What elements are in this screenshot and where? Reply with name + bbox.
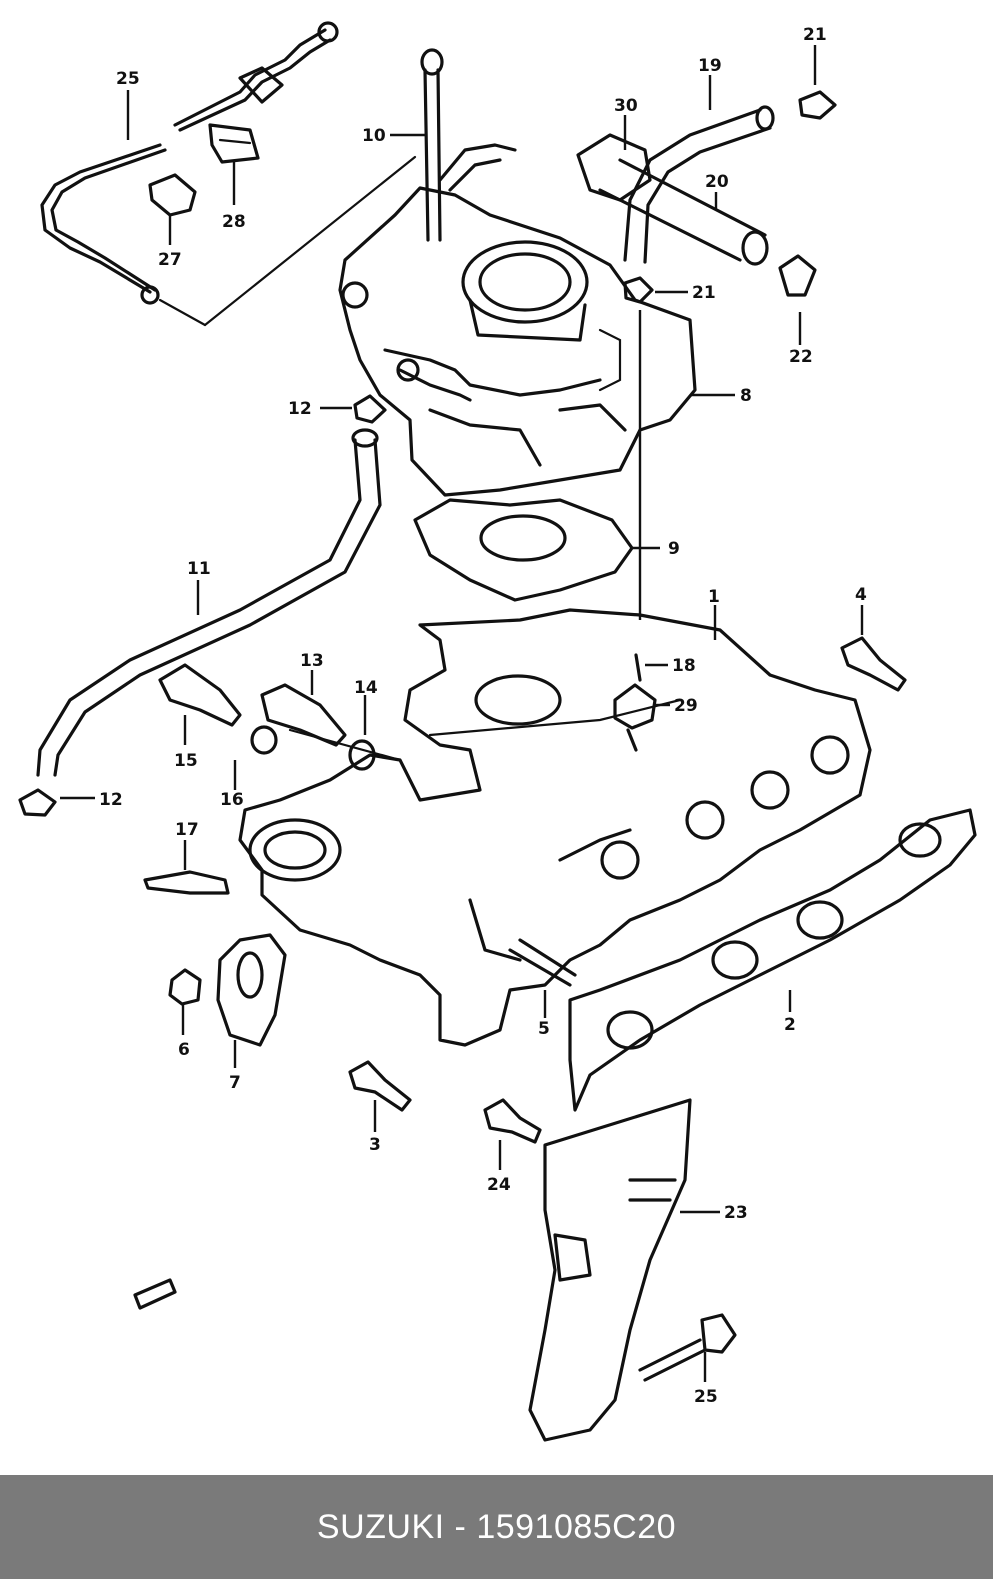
valve-29 [613, 653, 657, 752]
leader-lines [60, 45, 864, 1382]
callout-16: 16 [220, 790, 244, 810]
callout-12-top: 12 [288, 399, 312, 419]
callout-10: 10 [362, 126, 386, 146]
callout-3: 3 [369, 1135, 381, 1155]
washer-16 [250, 725, 278, 755]
stud-5 [508, 938, 577, 987]
bracket-23 [528, 1098, 692, 1442]
clamp-21-mid [623, 276, 654, 304]
callout-23: 23 [724, 1203, 748, 1223]
callout-25-top: 25 [116, 69, 140, 89]
part-number-caption: SUZUKI - 1591085C20 [316, 1507, 677, 1546]
bolt-4 [840, 636, 907, 692]
parts-diagram: 25 10 30 19 20 21 21 22 8 12 9 11 1 4 18… [18, 21, 977, 1442]
flange-7 [216, 933, 287, 1047]
callout-21-top: 21 [803, 25, 827, 45]
hose-30 [576, 133, 652, 202]
sensor-15 [158, 663, 242, 727]
callout-25-bottom: 25 [694, 1387, 718, 1407]
clamp-12-top [353, 394, 387, 424]
bolt-10 [420, 48, 444, 242]
callout-14: 14 [354, 678, 378, 698]
callout-5: 5 [538, 1019, 550, 1039]
footer-bar: SUZUKI - 1591085C20 [0, 1475, 993, 1579]
carburetor [338, 143, 697, 497]
callout-20: 20 [705, 172, 729, 192]
callout-8: 8 [740, 386, 752, 406]
callout-6: 6 [178, 1040, 190, 1060]
callout-9: 9 [668, 539, 680, 559]
callout-2: 2 [784, 1015, 796, 1035]
callout-1: 1 [708, 587, 720, 607]
clamp-12-bottom [18, 788, 57, 817]
clamp-21-top [798, 90, 837, 120]
callout-4: 4 [855, 585, 867, 605]
manifold-gasket-2 [568, 808, 977, 1112]
callout-28: 28 [222, 212, 246, 232]
sensor-17 [143, 870, 230, 895]
clip-loose [133, 1278, 177, 1310]
gasket-9 [413, 498, 634, 602]
nut-6 [168, 968, 202, 1006]
callout-22: 22 [789, 347, 813, 367]
clip-28 [208, 123, 260, 164]
callout-labels: 25 10 30 19 20 21 21 22 8 12 9 11 1 4 18… [99, 25, 867, 1407]
hose-20 [598, 158, 769, 266]
callout-30: 30 [614, 96, 638, 116]
callout-24: 24 [487, 1175, 511, 1195]
bolt-24 [483, 1098, 542, 1144]
callout-17: 17 [175, 820, 199, 840]
callout-19: 19 [698, 56, 722, 76]
bolt-25-bottom [638, 1313, 737, 1382]
callout-12-bottom: 12 [99, 790, 123, 810]
throttle-cable [40, 21, 417, 327]
intake-manifold [238, 608, 872, 1047]
callout-21-mid: 21 [692, 283, 716, 303]
clamp-22 [778, 254, 817, 297]
sensor-13 [260, 683, 347, 747]
bolt-3 [348, 1060, 412, 1112]
callout-11: 11 [187, 559, 211, 579]
clip-27 [148, 173, 197, 217]
hose-19 [623, 105, 775, 264]
callout-15: 15 [174, 751, 198, 771]
callout-18: 18 [672, 656, 696, 676]
hose-11 [36, 428, 382, 777]
callout-7: 7 [229, 1073, 241, 1093]
callout-27: 27 [158, 250, 182, 270]
callout-13: 13 [300, 651, 324, 671]
callout-29: 29 [674, 696, 698, 716]
